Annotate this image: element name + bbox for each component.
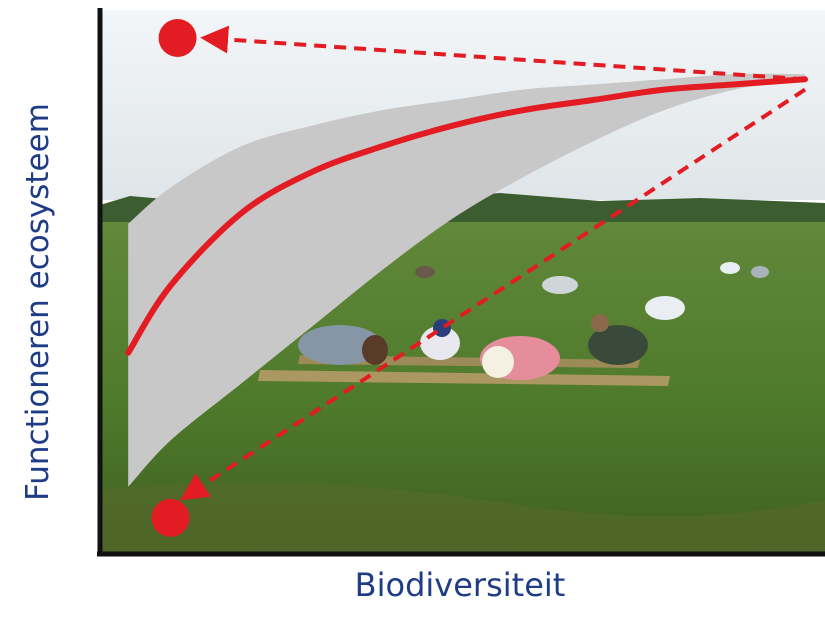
field-workers (298, 262, 769, 380)
curve-layer (125, 76, 808, 356)
point-high-functioning-outcome (158, 19, 197, 57)
soil-strip (100, 482, 825, 554)
dashed-arrow-2 (179, 87, 807, 501)
point-low-functioning-outcome (151, 498, 190, 537)
arrow-layer (179, 25, 807, 501)
series-line-mean-curve (125, 76, 808, 356)
dashed-arrow-1 (200, 25, 806, 82)
point-layer (151, 19, 197, 537)
axes (97, 8, 825, 557)
x-axis-label: Biodiversiteit (354, 566, 566, 604)
y-axis-label: Functioneren ecosysteem (20, 103, 56, 501)
